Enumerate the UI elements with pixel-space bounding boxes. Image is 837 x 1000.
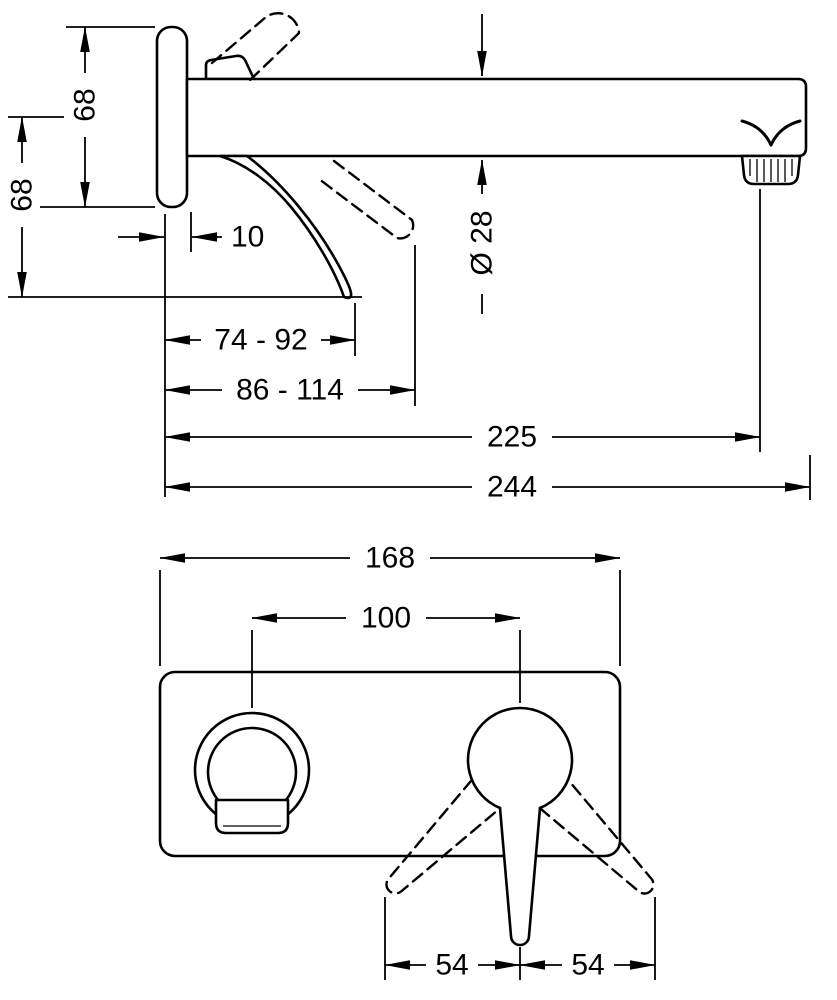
spout-side (185, 77, 808, 158)
dim-escutcheon-depth: 10 (118, 212, 264, 497)
dim-label: 68 (6, 178, 39, 211)
dim-plate-width: 168 (159, 540, 621, 666)
dim-escutcheon-height: 68 (8, 26, 155, 208)
dim-label-bg (472, 469, 552, 505)
dim-label: Ø 28 (466, 210, 499, 275)
lever-front-left-position-dashed (385, 778, 502, 895)
lever-front-right-position-dashed (538, 778, 655, 895)
dim-label: 54 (571, 949, 604, 982)
dim-spout-diameter: Ø 28 (466, 14, 499, 314)
dim-spout-to-lever-drop: 68 (4, 116, 362, 298)
dim-label: 225 (487, 421, 537, 454)
aerator-hatching (749, 159, 793, 182)
dim-label-bg (472, 419, 552, 455)
dim-spout-to-handle: 100 (251, 600, 521, 708)
spout-front (214, 798, 290, 835)
dim-label-bg (201, 322, 321, 358)
lever-socket (204, 54, 256, 81)
dim-label: 68 (69, 88, 102, 121)
front-view: 168 100 54 54 (158, 540, 656, 982)
lever-front (466, 706, 574, 947)
dim-label-bg (67, 73, 103, 137)
dim-aerator-offset: 225 (164, 189, 761, 455)
dim-label-bg (426, 948, 478, 982)
lever-side-up-position-dashed (210, 12, 301, 84)
dim-label: 10 (231, 221, 264, 254)
dim-label: 74 - 92 (214, 324, 307, 357)
dim-lever-swing: 54 54 (384, 897, 656, 982)
dim-spout-length: 244 (164, 455, 811, 505)
dim-label-bg (562, 948, 614, 982)
dim-label: 86 - 114 (236, 374, 344, 407)
dim-lever-reach-short: 74 - 92 (164, 303, 356, 358)
lever-side-mid-position-dashed (317, 159, 415, 240)
side-view: 68 68 10 74 - 92 (4, 12, 811, 505)
dim-label-bg (4, 163, 40, 227)
dim-label-bg (350, 540, 430, 576)
dim-lever-reach-long: 86 - 114 (164, 245, 416, 408)
dim-label: 168 (365, 542, 415, 575)
dim-label: 54 (435, 949, 468, 982)
spout-tip-detail (740, 119, 802, 147)
dim-label-bg (346, 600, 426, 636)
dim-label: 100 (361, 602, 411, 635)
wall-escutcheon-side (155, 25, 189, 209)
dim-label-bg (222, 372, 358, 408)
dim-label: 244 (487, 471, 537, 504)
